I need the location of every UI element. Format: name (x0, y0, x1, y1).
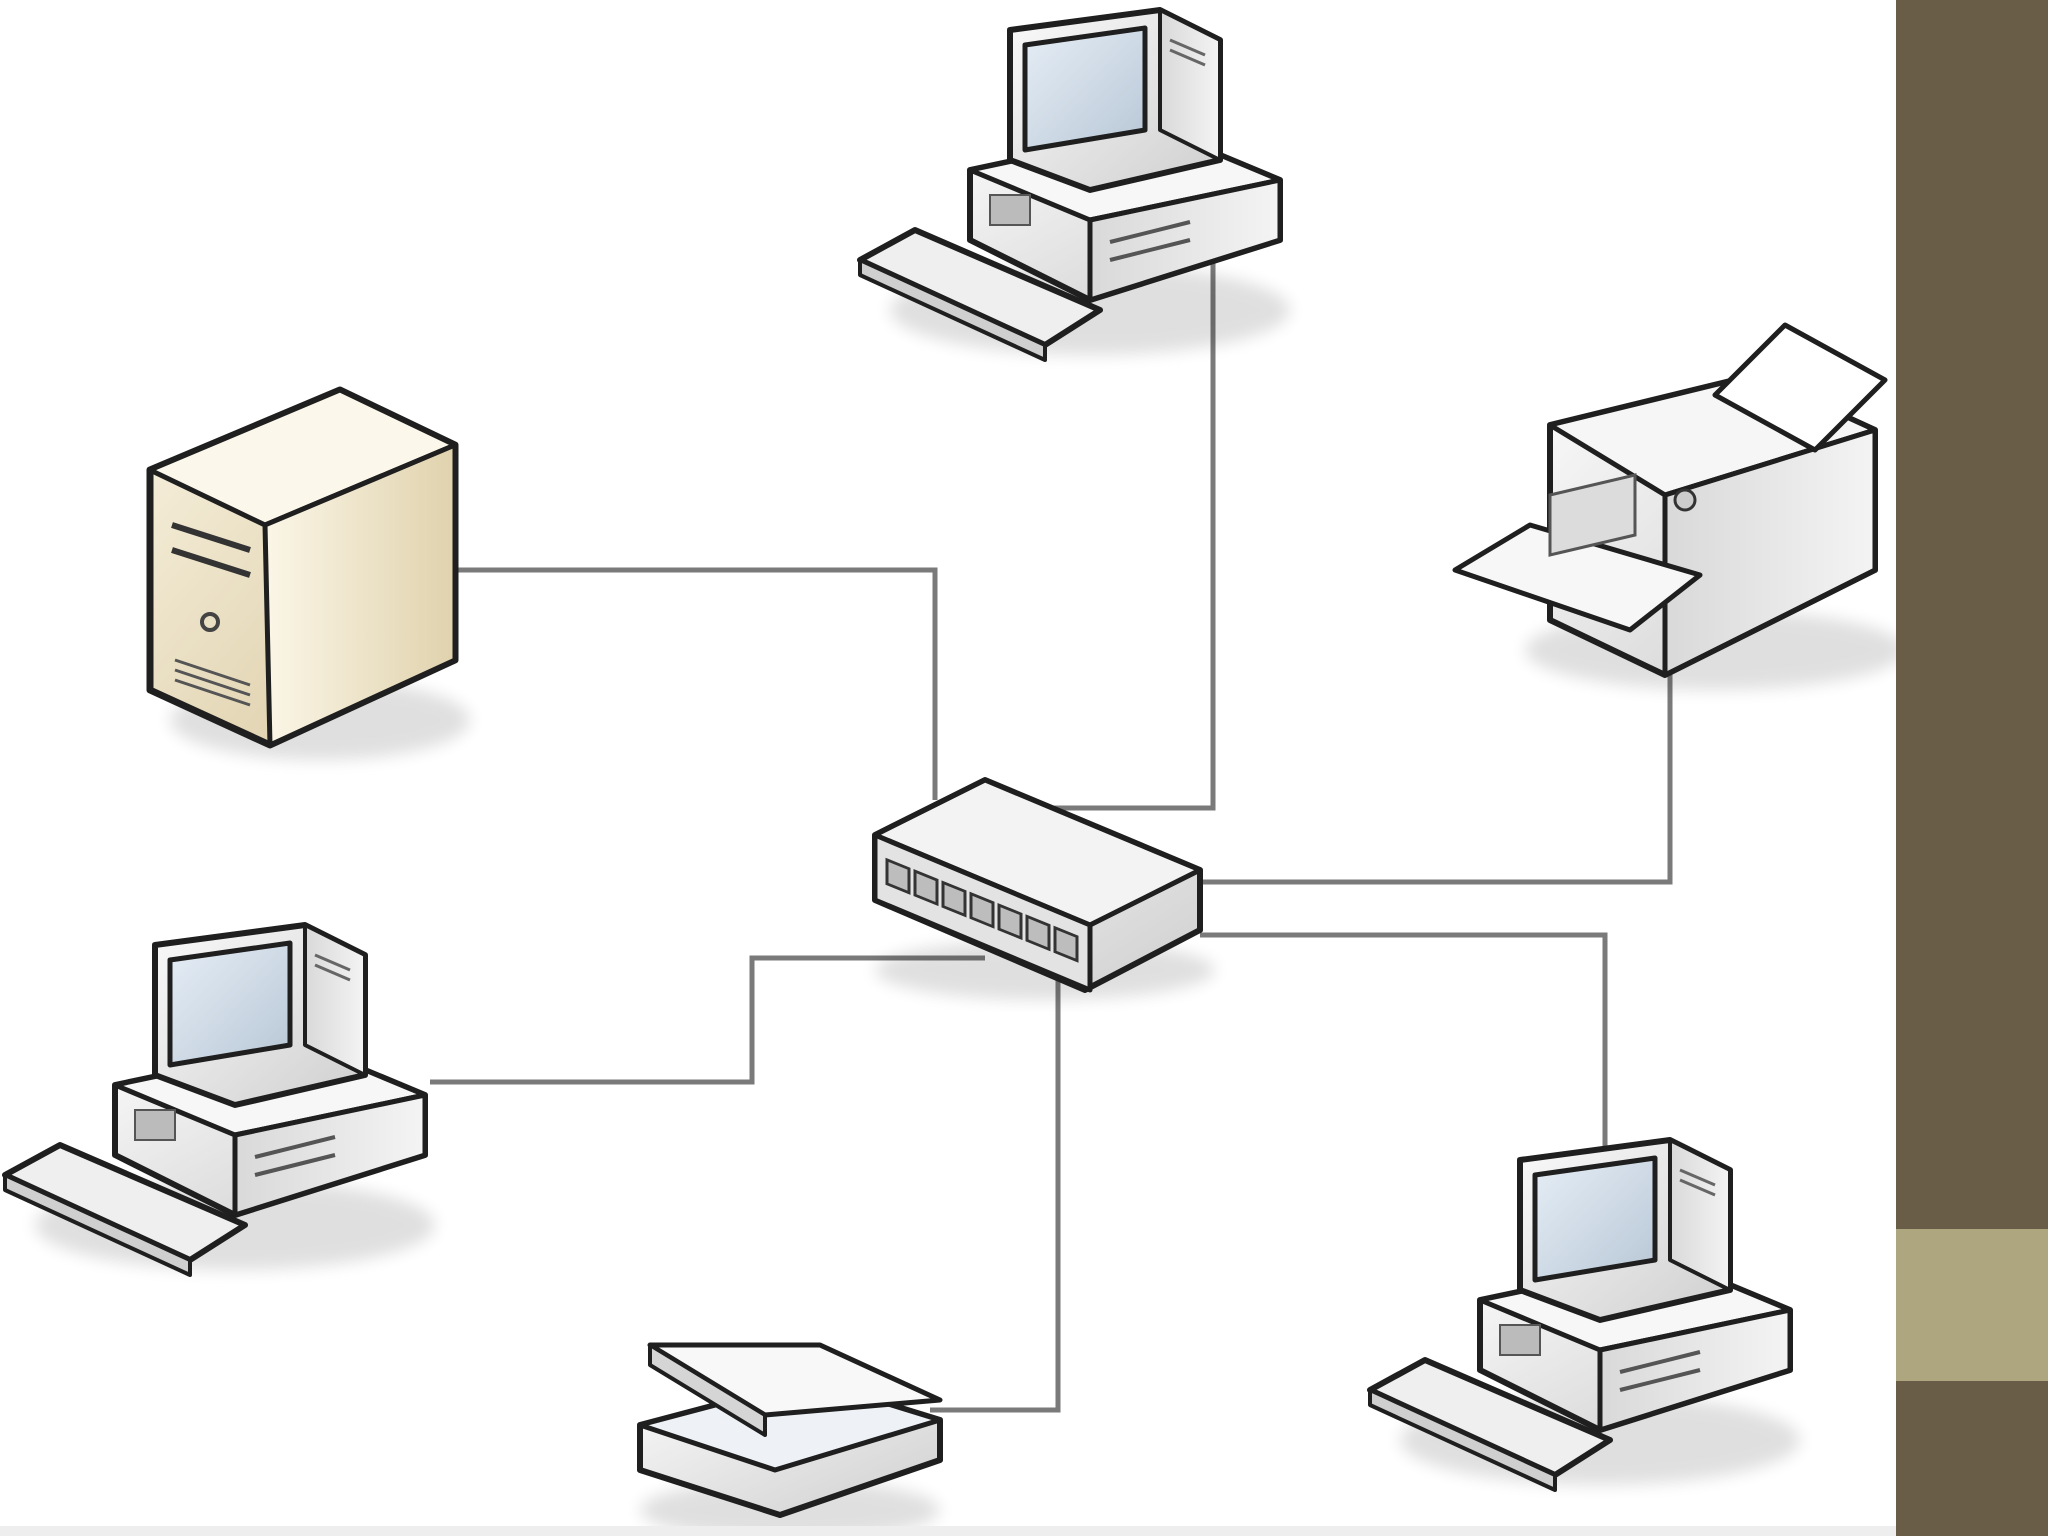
link-server-switch (455, 567, 938, 800)
link-workstation-right-switch (1200, 932, 1608, 1150)
network-diagram (0, 0, 1896, 1536)
bottom-border (0, 1526, 1896, 1536)
link-printer-switch (1200, 668, 1673, 885)
printer-icon (1452, 322, 1896, 690)
network-switch-icon (872, 777, 1215, 1000)
link-workstation-left-switch (430, 955, 985, 1085)
desktop-computer-icon (5, 925, 435, 1275)
desktop-computer-icon (1370, 1140, 1800, 1490)
server-icon (146, 386, 470, 760)
connection-lines (430, 250, 1673, 1413)
sidebar-accent-block (1896, 1229, 2048, 1381)
link-workstation-top-switch (1005, 250, 1216, 811)
desktop-computer-icon (860, 10, 1290, 360)
link-scanner-switch (930, 975, 1061, 1413)
scanner-icon (637, 1342, 943, 1536)
